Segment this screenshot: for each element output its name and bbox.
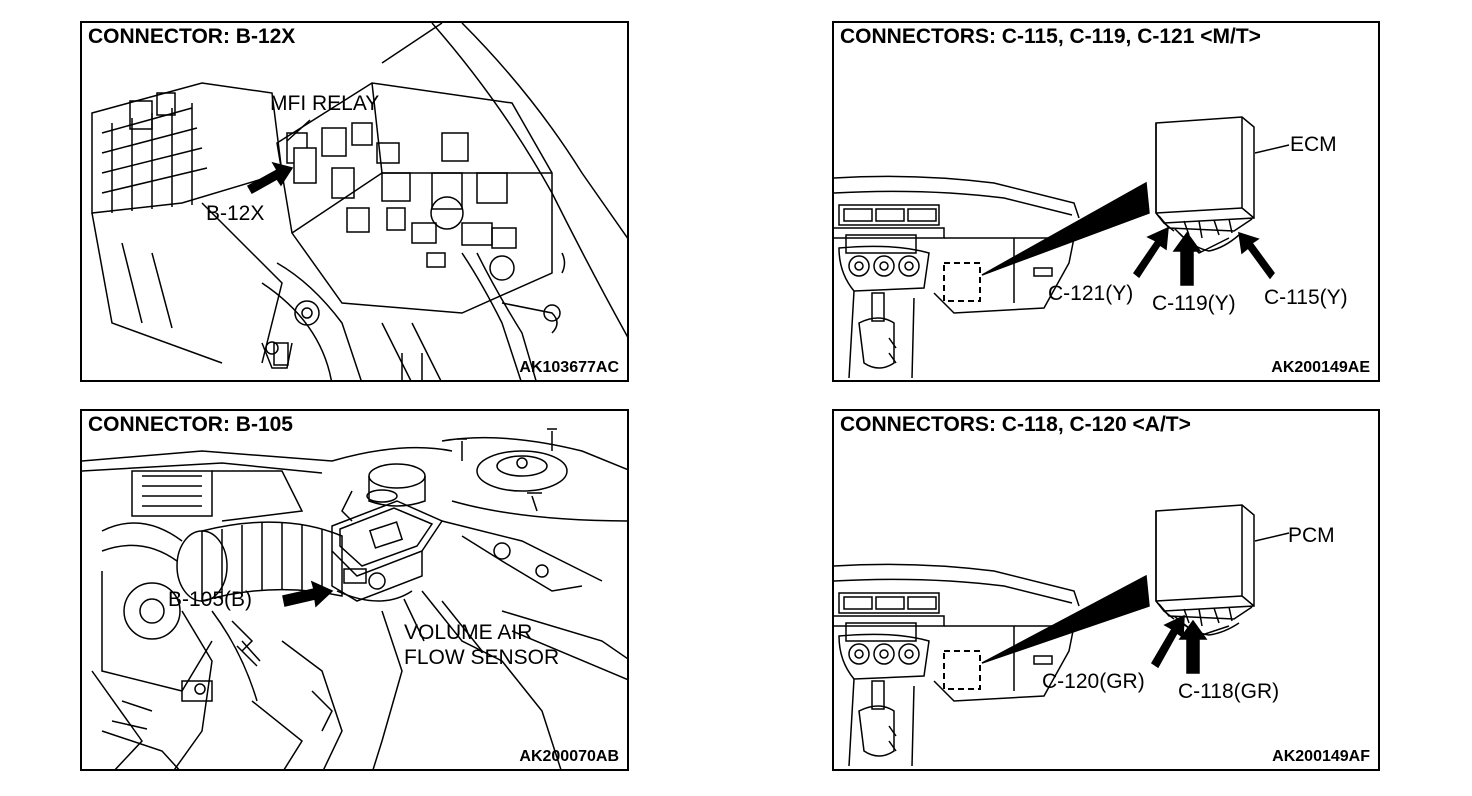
panel-title: CONNECTOR: B-105: [88, 413, 293, 436]
connector-c121-label: C-121(Y): [1048, 282, 1134, 305]
figure-code: AK200149AF: [1272, 748, 1370, 765]
connector-b105-label: B-105(B): [168, 588, 253, 611]
figure-code: AK200149AE: [1271, 359, 1370, 376]
connector-c118-label: C-118(GR): [1178, 680, 1280, 703]
pcm-label: PCM: [1288, 524, 1335, 547]
panel-connectors-c118-c120: CONNECTORS: C-118, C-120 <A/T> PCM C-120…: [832, 409, 1380, 771]
connector-b12x-label: B-12X: [206, 202, 265, 225]
connector-c120-label: C-120(GR): [1042, 670, 1145, 693]
panel-connectors-c115-c119-c121: CONNECTORS: C-115, C-119, C-121 <M/T> EC…: [832, 21, 1380, 382]
volume-air-label: VOLUME AIR: [404, 621, 533, 644]
panel-connector-b105: CONNECTOR: B-105 B-105(B) VOLUME AIR FLO…: [80, 409, 629, 771]
connector-c115-label: C-115(Y): [1264, 286, 1348, 309]
dashboard-pcm-drawing: [834, 504, 1290, 767]
ecm-label: ECM: [1290, 133, 1337, 156]
figure-code: AK103677AC: [519, 359, 619, 376]
connector-c119-label: C-119(Y): [1152, 292, 1236, 315]
panel-title: CONNECTORS: C-118, C-120 <A/T>: [840, 413, 1191, 436]
panel-title: CONNECTOR: B-12X: [88, 25, 296, 48]
dashboard-ecm-drawing: [834, 116, 1290, 379]
engine-bay-airflow-sensor-drawing: [82, 428, 627, 769]
panel-connector-b12x: CONNECTOR: B-12X MFI RELAY B-12X AK10367…: [80, 21, 629, 382]
mfi-relay-label: MFI RELAY: [270, 92, 380, 115]
engine-bay-relay-box-drawing: [91, 23, 627, 380]
flow-sensor-label: FLOW SENSOR: [404, 646, 560, 669]
figure-code: AK200070AB: [519, 748, 619, 765]
panel-title: CONNECTORS: C-115, C-119, C-121 <M/T>: [840, 25, 1261, 48]
